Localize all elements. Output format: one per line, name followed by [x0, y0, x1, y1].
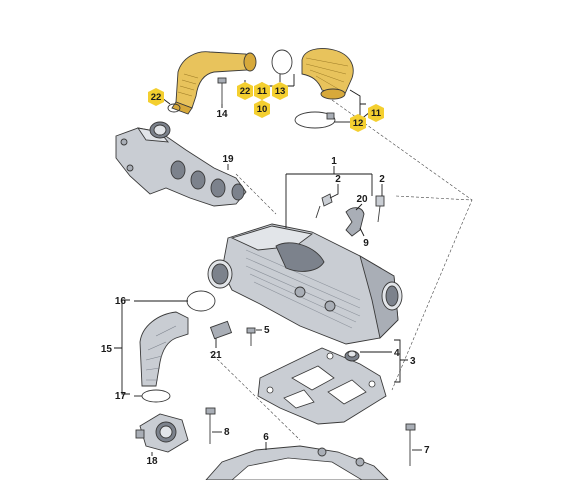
- label-11-top: 11: [257, 86, 268, 97]
- clamp-ring-13: [271, 49, 293, 75]
- label-1: 1: [331, 156, 337, 167]
- bolt-7: [405, 423, 416, 466]
- intake-hose-right: [301, 48, 354, 100]
- connector-21: [209, 320, 233, 340]
- badge-10: 10: [254, 100, 270, 118]
- label-13: 13: [275, 86, 286, 97]
- label-12: 12: [353, 118, 364, 129]
- bolt-8: [205, 407, 216, 444]
- clamp-ring-12: [294, 111, 336, 129]
- bolt-14: [217, 77, 227, 104]
- label-9: 9: [363, 238, 369, 249]
- label-10: 10: [257, 104, 268, 115]
- label-18: 18: [146, 456, 158, 467]
- gasket-plate-3: [257, 347, 387, 425]
- label-2-right: 2: [379, 174, 385, 185]
- label-7: 7: [424, 445, 430, 456]
- intake-manifold-19: [115, 121, 247, 207]
- label-14: 14: [216, 109, 228, 120]
- sensor-2-left: [315, 193, 333, 219]
- badge-12: 12: [350, 114, 366, 132]
- badge-22-center: 22: [237, 82, 253, 100]
- label-6: 6: [263, 432, 269, 443]
- label-19: 19: [222, 154, 234, 165]
- label-8: 8: [224, 427, 230, 438]
- label-21: 21: [210, 350, 222, 361]
- engine-cover-6: [205, 445, 389, 480]
- label-5: 5: [264, 325, 270, 336]
- seal-ring-22: [167, 103, 181, 113]
- label-16: 16: [115, 296, 127, 307]
- label-15: 15: [101, 344, 113, 355]
- badge-11-top: 11: [254, 82, 270, 100]
- clamp-17: [141, 389, 171, 403]
- badge-13: 13: [272, 82, 288, 100]
- label-20: 20: [356, 194, 368, 205]
- label-4: 4: [394, 348, 400, 359]
- intake-pipe-15: [139, 311, 189, 387]
- label-22-top: 22: [151, 92, 162, 103]
- label-3: 3: [410, 356, 416, 367]
- bolt-5: [246, 327, 256, 346]
- hose-20: [345, 207, 365, 237]
- label-17: 17: [115, 391, 127, 402]
- sensor-2-right: [375, 195, 385, 223]
- clamp-16: [186, 290, 216, 312]
- label-22-center: 22: [240, 86, 251, 97]
- throttle-body-18: [135, 413, 189, 453]
- badge-22-top: 22: [148, 88, 164, 106]
- label-2-left: 2: [335, 174, 341, 185]
- label-11-right: 11: [371, 108, 382, 119]
- grommet-4: [344, 350, 360, 362]
- assembly-dashed-lines: [209, 99, 473, 441]
- supercharger-housing-1: [207, 223, 403, 345]
- badge-11-right: 11: [368, 104, 384, 122]
